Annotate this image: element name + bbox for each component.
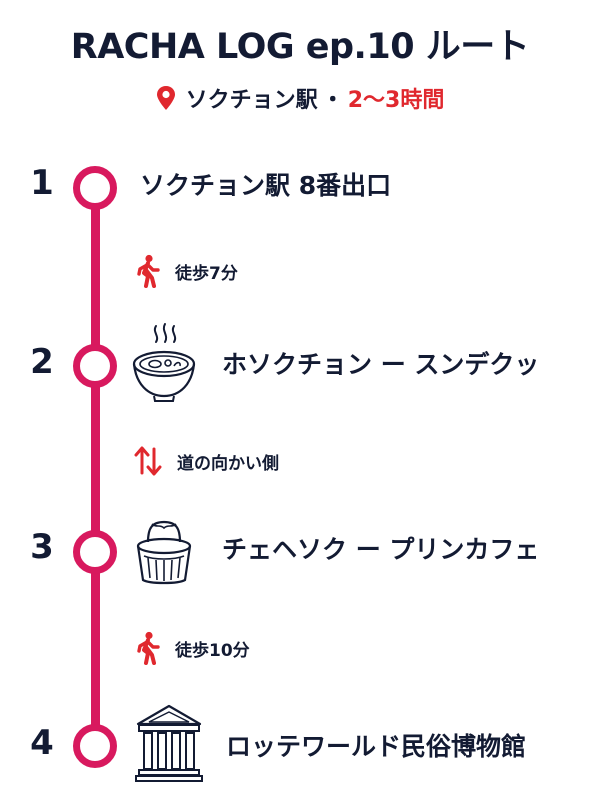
location-pin-icon — [156, 86, 175, 110]
route-duration: 2〜3時間 — [347, 88, 445, 113]
stop-number-4: 4 — [30, 723, 54, 763]
stop-node-2 — [73, 344, 117, 388]
walking-person-icon — [137, 631, 160, 665]
stop-label-3: チェヘソク ー プリンカフェ — [222, 535, 540, 564]
route-separator: ・ — [321, 88, 344, 113]
stop-node-4 — [73, 724, 117, 768]
connection-text-3: 徒歩10分 — [175, 640, 250, 661]
stop-number-1: 1 — [30, 163, 54, 203]
stop-node-3 — [73, 530, 117, 574]
connection-text-1: 徒歩7分 — [175, 263, 238, 284]
stop-label-4: ロッテワールド民俗博物館 — [226, 732, 527, 761]
stop-node-1 — [73, 166, 117, 210]
route-line — [91, 183, 100, 738]
connection-2: 道の向かい側 — [133, 445, 279, 477]
pudding-icon — [136, 520, 192, 585]
route-location: ソクチョン駅 — [185, 88, 318, 113]
stop-number-2: 2 — [30, 342, 54, 382]
stop-label-2: ホソクチョン ー スンデクッ — [222, 350, 540, 379]
soup-bowl-icon — [132, 323, 196, 402]
page-title: RACHA LOG ep.10 ルート — [70, 27, 530, 67]
connection-3: 徒歩10分 — [133, 631, 250, 665]
stop-number-3: 3 — [30, 527, 54, 567]
connection-text-2: 道の向かい側 — [177, 453, 279, 474]
walking-person-icon — [137, 254, 160, 288]
route-summary: ソクチョン駅 ・ 2〜3時間 — [0, 82, 600, 114]
stop-label-1: ソクチョン駅 8番出口 — [140, 171, 392, 200]
connection-1: 徒歩7分 — [133, 254, 238, 288]
up-down-arrows-icon — [134, 446, 162, 476]
museum-icon — [135, 704, 203, 782]
